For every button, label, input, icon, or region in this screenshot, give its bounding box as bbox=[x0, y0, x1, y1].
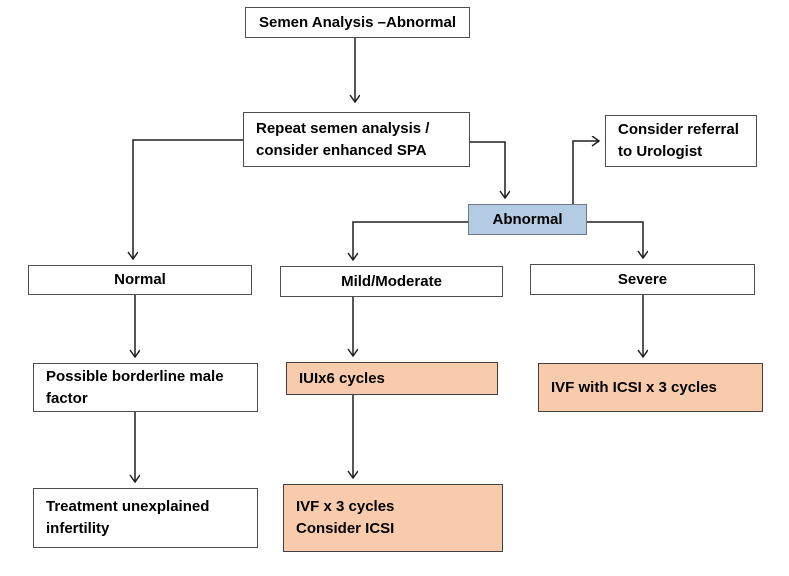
node-consider-referral-urologist: Consider referral to Urologist bbox=[605, 115, 757, 167]
node-ivf-with-icsi-x3-cycles: IVF with ICSI x 3 cycles bbox=[538, 363, 763, 412]
node-treatment-unexplained-infertility: Treatment unexplained infertility bbox=[33, 488, 258, 548]
node-possible-borderline-male-factor: Possible borderline male factor bbox=[33, 363, 258, 412]
node-ivf-x3-cycles-consider-icsi: IVF x 3 cycles Consider ICSI bbox=[283, 484, 503, 552]
node-severe: Severe bbox=[530, 264, 755, 295]
node-semen-analysis-abnormal: Semen Analysis –Abnormal bbox=[245, 7, 470, 38]
node-mild-moderate: Mild/Moderate bbox=[280, 266, 503, 297]
connector-abnormal-to-urologist bbox=[572, 141, 599, 204]
node-abnormal: Abnormal bbox=[468, 204, 587, 235]
connector-repeat-to-normal bbox=[133, 139, 243, 259]
connector-abnormal-to-severe bbox=[587, 221, 643, 258]
node-repeat-semen-analysis: Repeat semen analysis / consider enhance… bbox=[243, 112, 470, 167]
connector-repeat-to-abnormal bbox=[470, 141, 505, 198]
connector-abnormal-to-mild bbox=[353, 221, 468, 260]
node-iui-x6-cycles: IUIx6 cycles bbox=[286, 362, 498, 395]
node-normal: Normal bbox=[28, 265, 252, 295]
